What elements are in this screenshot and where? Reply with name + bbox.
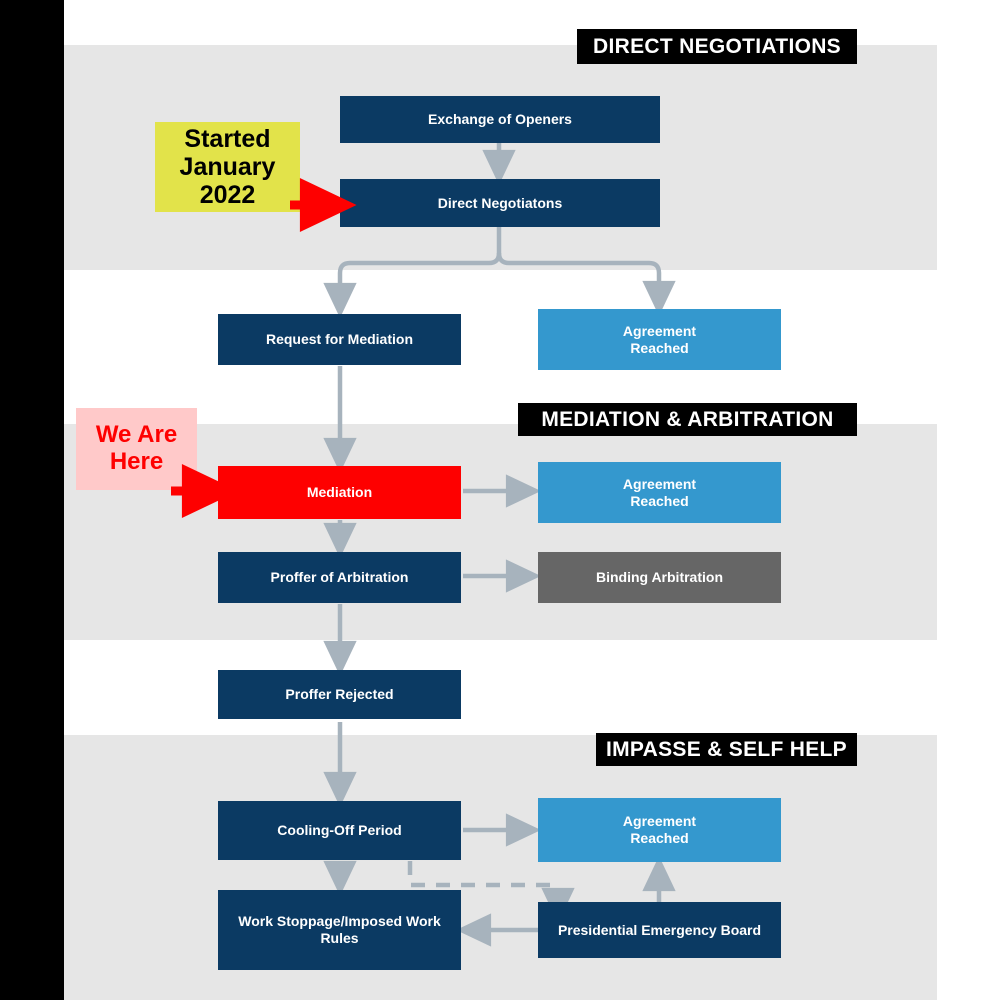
node-exchange-of-openers[interactable]: Exchange of Openers <box>340 96 660 143</box>
started-line2: January <box>179 153 276 181</box>
we-are-here-line1: We Are <box>95 421 178 449</box>
node-direct-negotiations[interactable]: Direct Negotiatons <box>340 179 660 227</box>
node-request-for-mediation[interactable]: Request for Mediation <box>218 314 461 365</box>
node-binding-arbitration[interactable]: Binding Arbitration <box>538 552 781 603</box>
started-line3: 2022 <box>199 181 256 209</box>
agreement-reached-3-line2: Reached <box>630 830 689 846</box>
section-label-direct-negotiations: DIRECT NEGOTIATIONS <box>577 29 857 64</box>
agreement-reached-2-line1: Agreement <box>622 475 697 492</box>
agreement-reached-3-line1: Agreement <box>622 813 697 830</box>
work-stoppage-line2: Rules <box>320 930 359 946</box>
node-proffer-of-arbitration[interactable]: Proffer of Arbitration <box>218 552 461 603</box>
node-presidential-emergency-board[interactable]: Presidential Emergency Board <box>538 902 781 958</box>
node-proffer-rejected[interactable]: Proffer Rejected <box>218 670 461 719</box>
started-line1: Started <box>184 125 271 153</box>
agreement-reached-1-line2: Reached <box>630 339 689 356</box>
section-band-mediation-arbitration <box>64 424 937 640</box>
node-cooling-off-period[interactable]: Cooling-Off Period <box>218 801 461 860</box>
work-stoppage-line1: Work Stoppage/Imposed Work <box>238 913 441 930</box>
node-agreement-reached-2[interactable]: Agreement Reached <box>538 462 781 523</box>
node-agreement-reached-3[interactable]: Agreement Reached <box>538 798 781 862</box>
section-band-impasse-self-help <box>64 735 937 1000</box>
left-black-band <box>0 0 64 1000</box>
agreement-reached-1-line1: Agreement <box>622 322 697 339</box>
section-label-impasse-self-help: IMPASSE & SELF HELP <box>596 733 857 766</box>
we-are-here-line2: Here <box>109 448 164 475</box>
node-agreement-reached-1[interactable]: Agreement Reached <box>538 309 781 370</box>
node-work-stoppage[interactable]: Work Stoppage/Imposed Work Rules <box>218 890 461 970</box>
node-mediation[interactable]: Mediation <box>218 466 461 519</box>
agreement-reached-2-line2: Reached <box>630 492 689 509</box>
section-label-mediation-arbitration: MEDIATION & ARBITRATION <box>518 403 857 436</box>
callout-we-are-here: We Are Here <box>76 408 197 490</box>
callout-started-january-2022: Started January 2022 <box>155 122 300 212</box>
